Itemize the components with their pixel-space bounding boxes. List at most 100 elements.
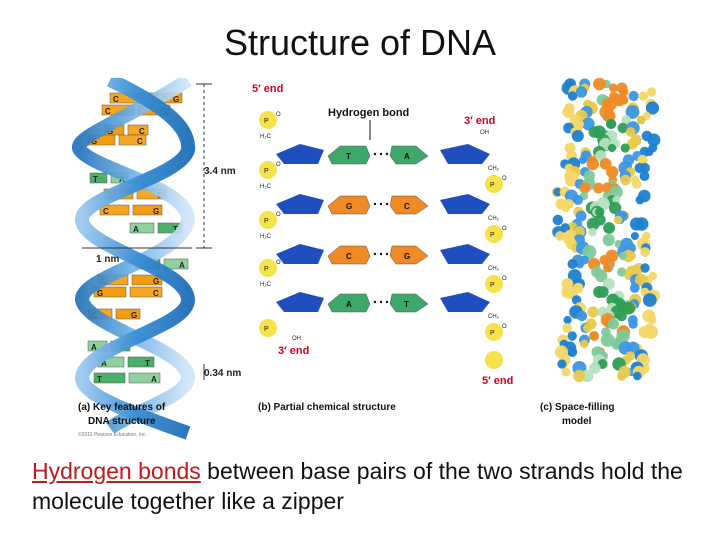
- base-letter-right: A: [179, 261, 185, 270]
- page-title: Structure of DNA: [223, 22, 497, 63]
- atom-sphere: [640, 263, 650, 273]
- base-letter-right: G: [153, 277, 159, 286]
- atom-sphere: [561, 203, 571, 213]
- atom-sphere: [595, 207, 605, 217]
- oh-top: OH: [480, 130, 489, 136]
- helix-strand-front: [74, 78, 196, 440]
- hydrogen-bond-label: Hydrogen bond: [328, 107, 409, 119]
- atom-sphere: [595, 269, 608, 283]
- base-letter-left: A: [101, 359, 107, 368]
- atom-sphere: [606, 165, 619, 179]
- atom-sphere: [629, 283, 640, 293]
- atom-sphere: [582, 245, 597, 259]
- atom-sphere: [617, 371, 627, 381]
- base-letter-left: T: [97, 375, 102, 384]
- base-letter-left: C: [105, 107, 111, 116]
- svg-text:H₂C: H₂C: [260, 184, 272, 190]
- atom-sphere: [637, 154, 648, 166]
- atom-sphere: [600, 333, 615, 347]
- atom-sphere: [625, 105, 640, 119]
- oh-bottom: OH: [292, 336, 301, 342]
- svg-text:CH₂: CH₂: [488, 314, 500, 320]
- atom-sphere: [588, 227, 597, 237]
- atom-sphere: [628, 319, 638, 329]
- svg-text:H₂C: H₂C: [260, 282, 272, 288]
- base-letter-left: A: [133, 225, 139, 234]
- svg-text:O: O: [502, 226, 507, 232]
- base-letter-right: A: [404, 152, 410, 161]
- atom-sphere: [618, 251, 628, 261]
- atom-sphere: [567, 347, 578, 357]
- five-prime-end-bottom: 5′ end: [482, 375, 513, 387]
- atom-sphere: [573, 369, 586, 383]
- sugar-right: [440, 144, 490, 164]
- three-prime-end-bottom: 3′ end: [278, 345, 309, 357]
- sugar-left: [276, 244, 324, 264]
- atom-sphere: [586, 157, 599, 171]
- atom-sphere: [562, 323, 572, 333]
- atom-sphere: [639, 146, 650, 158]
- caption-keyword: Hydrogen bonds: [32, 458, 201, 484]
- svg-text:O: O: [502, 176, 507, 182]
- base-letter-right: G: [131, 311, 137, 320]
- atom-sphere: [607, 143, 617, 153]
- atom-sphere: [635, 195, 645, 205]
- atom-sphere: [638, 91, 649, 101]
- svg-text:H₂C: H₂C: [260, 134, 272, 140]
- three-prime-end-top: 3′ end: [464, 115, 495, 127]
- caption-text: between base pairs of the two strands ho…: [32, 458, 683, 514]
- base-letter-left: T: [346, 152, 351, 161]
- base-right: [389, 245, 429, 265]
- sugar-right: [440, 244, 490, 264]
- atom-sphere: [557, 359, 567, 369]
- atom-sphere: [646, 87, 657, 97]
- base-letter-right: C: [139, 127, 145, 136]
- atom-sphere: [614, 240, 623, 248]
- measure-width: 1 nm: [96, 254, 119, 265]
- panel-b-caption: (b) Partial chemical structure: [258, 402, 396, 413]
- base-letter-left: G: [97, 289, 103, 298]
- atom-sphere: [621, 301, 636, 315]
- svg-text:P: P: [264, 118, 269, 125]
- base-letter-right: T: [404, 300, 409, 309]
- svg-text:CH₂: CH₂: [488, 166, 500, 172]
- copyright-note: ©2011 Pearson Education, Inc.: [78, 431, 147, 438]
- atom-sphere: [567, 91, 578, 101]
- svg-text:O: O: [276, 112, 281, 118]
- base-letter-right: T: [173, 225, 178, 234]
- base-letter-left: A: [91, 343, 97, 352]
- base-right: [389, 145, 429, 165]
- panel-a-caption-2: DNA structure: [88, 416, 156, 427]
- atom-sphere: [630, 232, 639, 240]
- atom-sphere: [587, 306, 599, 318]
- base-right: [389, 293, 429, 313]
- atom-sphere: [552, 214, 564, 226]
- svg-text:O: O: [276, 212, 281, 218]
- atom-sphere: [639, 171, 650, 181]
- base-letter-right: G: [153, 207, 159, 216]
- atom-sphere: [638, 325, 651, 339]
- svg-text:O: O: [276, 162, 281, 168]
- atom-sphere: [575, 210, 587, 222]
- base-letter-left: T: [93, 175, 98, 184]
- atom-sphere: [571, 130, 584, 142]
- atom-sphere: [621, 115, 631, 125]
- atom-sphere: [574, 283, 583, 293]
- sugar-left: [276, 292, 324, 312]
- panel-c-space-filling: (c) Space-filling model: [540, 78, 661, 427]
- atom-sphere: [620, 143, 630, 153]
- base-letter-right: C: [137, 137, 143, 146]
- base-letter-left: G: [346, 202, 352, 211]
- atom-sphere: [580, 339, 589, 349]
